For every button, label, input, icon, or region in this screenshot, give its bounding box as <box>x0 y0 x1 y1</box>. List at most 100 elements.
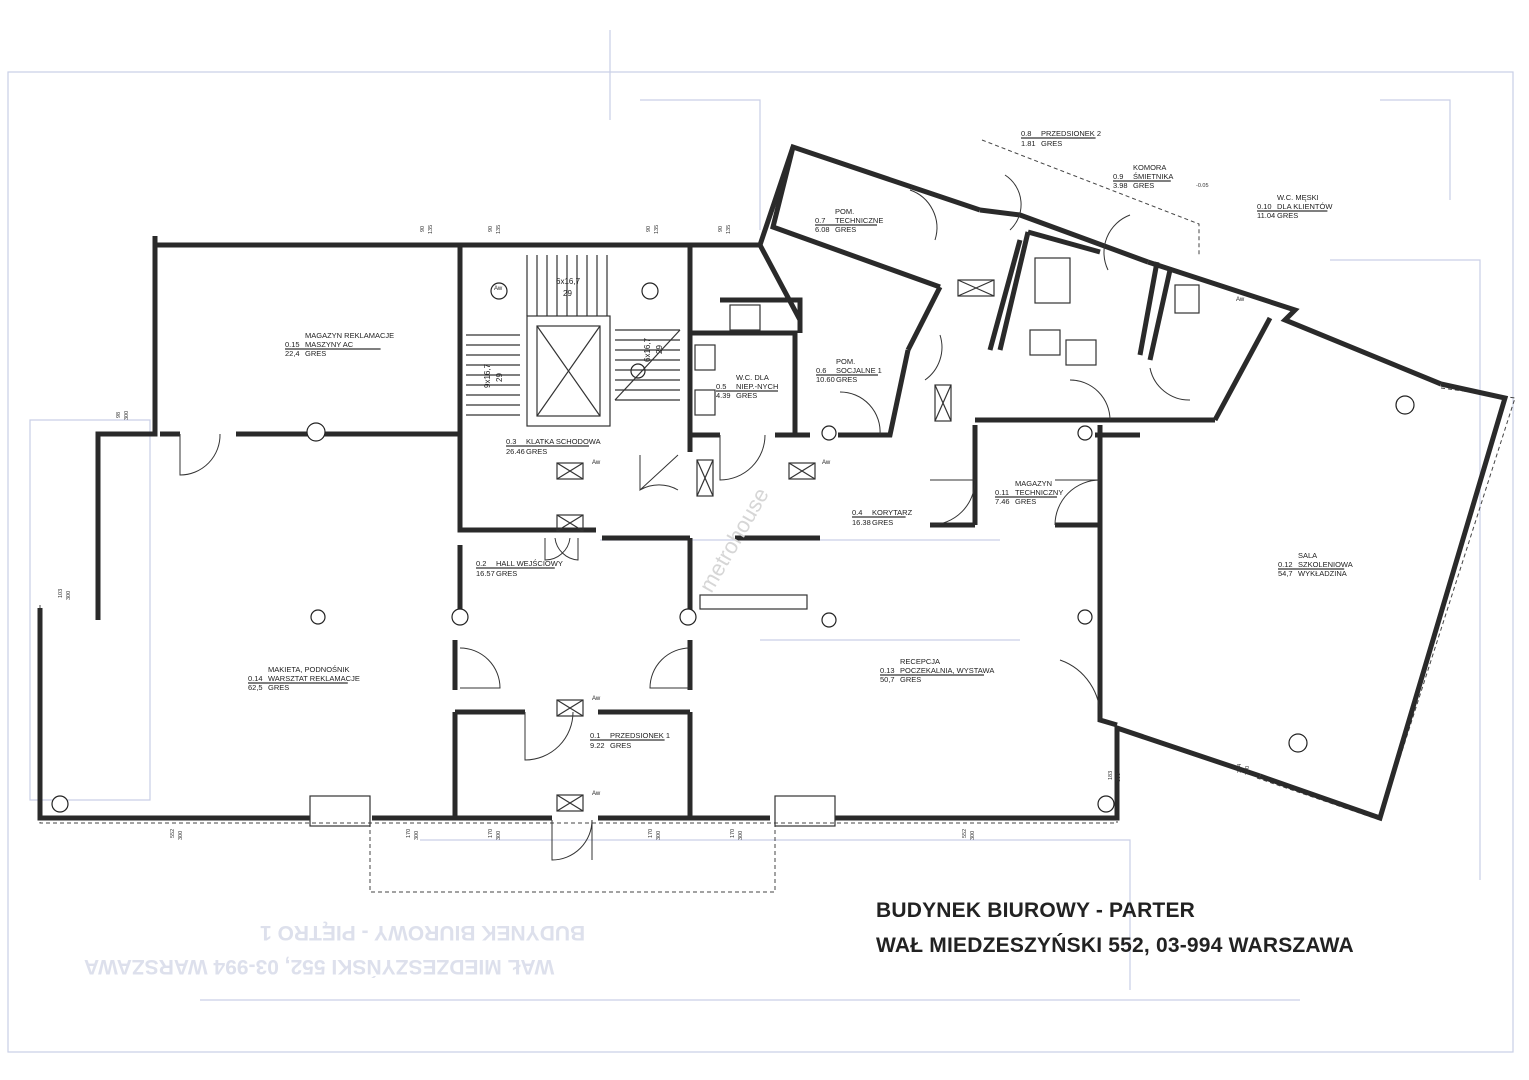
dashed-outline <box>39 139 1516 893</box>
room-label-r012: SALA 0.12 SZKOLENIOWA 54,7 WYKŁADZINA <box>1278 551 1353 578</box>
room-area: 26.46 <box>506 447 525 456</box>
room-name1: RECEPCJA <box>900 657 940 666</box>
dim-label: 135 <box>654 225 660 234</box>
stair-treads <box>466 255 681 416</box>
room-no: 0.12 <box>1278 560 1293 569</box>
door-swings <box>179 174 1191 861</box>
room-area: 11.04 <box>1257 211 1275 220</box>
dim-label: 103 <box>58 589 64 598</box>
dim-label: 98 <box>116 412 122 418</box>
room-name1: KLATKA SCHODOWA <box>526 437 601 446</box>
room-area: 10.60 <box>816 375 835 384</box>
dim-label: 170 <box>730 829 736 838</box>
fixtures <box>309 257 1200 827</box>
dim-label: 135 <box>428 225 434 234</box>
room-name2: DLA KLIENTÓW <box>1277 202 1333 211</box>
dim-label: 300 <box>1116 773 1122 782</box>
room-name2: MASZYNY AC <box>305 340 354 349</box>
room-area: 9.22 <box>590 741 605 750</box>
room-name1: PRZEDSIONEK 1 <box>610 731 670 740</box>
room-area: 7.46 <box>995 497 1010 506</box>
stair-flight-1: 6x16,7 <box>556 277 581 286</box>
room-name1: KOMORA <box>1133 163 1166 172</box>
room-no: 0.8 <box>1021 129 1031 138</box>
aw-label: Aw <box>592 696 601 702</box>
dim-label: 300 <box>414 831 420 840</box>
room-name2: ŚMIETNIKA <box>1133 172 1173 181</box>
room-name1: POM. <box>835 207 854 216</box>
room-name2: NIEP.-NYCH <box>736 382 778 391</box>
columns <box>51 282 1415 813</box>
room-no: 0.5 <box>716 382 726 391</box>
room-name2: SOCJALNE 1 <box>836 366 882 375</box>
room-area: 50,7 <box>880 675 895 684</box>
room-name1: POM. <box>836 357 855 366</box>
aw-label: Aw <box>592 791 601 797</box>
room-area: 22,4 <box>285 349 300 358</box>
room-finish: GRES <box>836 375 857 384</box>
dim-label: 183 <box>1108 771 1114 780</box>
dim-label: 300 <box>656 831 662 840</box>
room-no: 0.13 <box>880 666 895 675</box>
room-name1: SALA <box>1298 551 1317 560</box>
dim-label: 300 <box>1245 766 1251 775</box>
room-no: 0.6 <box>816 366 826 375</box>
ghost-upper-floor-lines <box>7 30 1514 1053</box>
dim-label: 170 <box>406 829 412 838</box>
dim-label: 135 <box>726 225 732 234</box>
room-finish: GRES <box>496 569 517 578</box>
room-area: 16.57 <box>476 569 495 578</box>
room-name1: W.C. DLA <box>736 373 769 382</box>
room-name2: POCZEKALNIA, WYSTAWA <box>900 666 994 675</box>
room-finish: GRES <box>1015 497 1036 506</box>
aw-label: Aw <box>1236 297 1245 303</box>
dim-label: 90 <box>420 226 426 232</box>
stair-labels: 6x16,7 29 9x16,7 29 6x16,7 29 <box>483 277 664 388</box>
room-finish: GRES <box>835 225 856 234</box>
room-finish: GRES <box>900 675 921 684</box>
room-no: 0.10 <box>1257 202 1272 211</box>
room-finish: GRES <box>1133 181 1154 190</box>
dimension-labels: 90 135 90 135 90 135 90 135 98 300 103 3… <box>58 225 1251 840</box>
room-area: 54,7 <box>1278 569 1293 578</box>
dim-label: 90 <box>718 226 724 232</box>
room-finish: WYKŁADZINA <box>1298 569 1347 578</box>
room-finish: GRES <box>1277 211 1298 220</box>
room-area: 6.08 <box>815 225 830 234</box>
dim-label: 135 <box>496 225 502 234</box>
stair-flight-1-b: 29 <box>563 289 572 298</box>
room-no: 0.11 <box>995 488 1009 497</box>
stair-flight-3-b: 29 <box>655 345 664 354</box>
room-finish: GRES <box>1041 139 1062 148</box>
ventilation-grilles <box>556 279 995 812</box>
stair-flight-2-b: 29 <box>495 373 504 382</box>
room-no: 0.2 <box>476 559 486 568</box>
room-name2: TECHNICZNE <box>835 216 883 225</box>
dim-label: 300 <box>738 831 744 840</box>
dim-label: 300 <box>970 831 976 840</box>
room-finish: GRES <box>305 349 326 358</box>
aw-label: Aw <box>592 460 601 466</box>
room-name1: MAGAZYN <box>1015 479 1052 488</box>
room-area: 4.39 <box>716 391 731 400</box>
room-name1: HALL WEJŚCIOWY <box>496 559 563 568</box>
room-area: 1.81 <box>1021 139 1036 148</box>
aw-labels: Aw Aw Aw Aw Aw Aw <box>494 286 1245 797</box>
room-name2: SZKOLENIOWA <box>1298 560 1353 569</box>
dim-label: 300 <box>124 411 130 420</box>
room-finish: GRES <box>872 518 893 527</box>
room-label-r013: RECEPCJA 0.13 POCZEKALNIA, WYSTAWA 50,7 GRES <box>880 657 994 684</box>
room-no: 0.9 <box>1113 172 1123 181</box>
title-line2: WAŁ MIEDZESZYŃSKI 552, 03-994 WARSZAWA <box>876 934 1354 957</box>
title-line1: BUDYNEK BIUROWY - PARTER <box>876 899 1196 922</box>
